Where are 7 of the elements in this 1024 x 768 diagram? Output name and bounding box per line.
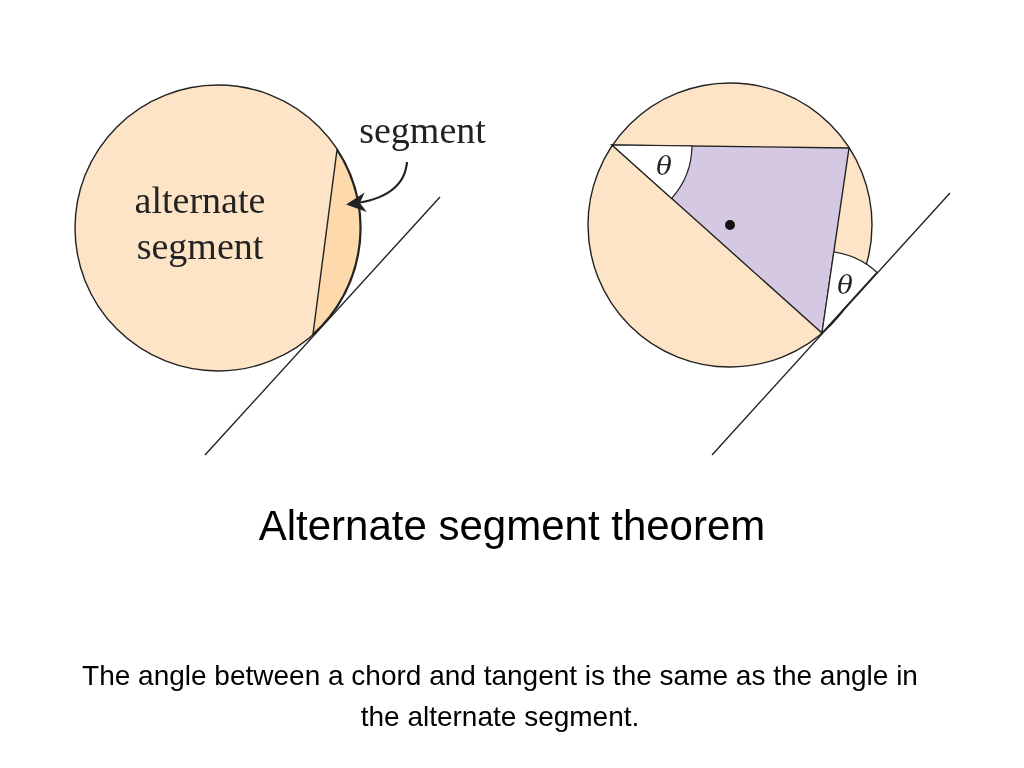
angle-label: θ — [656, 151, 672, 181]
segment-label: segment — [345, 108, 500, 154]
angle-label: θ — [837, 270, 853, 300]
caption: The angle between a chord and tangent is the same as the angle in the alternate segment. — [82, 660, 918, 732]
curved-arrow — [346, 161, 409, 212]
minor-segment — [312, 149, 361, 335]
title: Alternate segment theorem — [258, 502, 766, 549]
